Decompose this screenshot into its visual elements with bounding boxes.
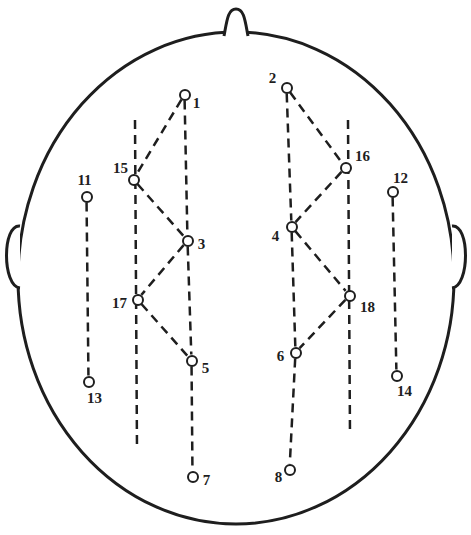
callout-number: 16 bbox=[354, 148, 371, 163]
dashed-connector bbox=[290, 358, 295, 463]
dashed-connector bbox=[141, 245, 183, 295]
callout-number: 5 bbox=[201, 360, 211, 375]
callout-number: 6 bbox=[276, 348, 286, 363]
dashed-connector bbox=[185, 100, 188, 234]
dashed-connector bbox=[137, 100, 182, 175]
callout-number: 8 bbox=[274, 469, 284, 484]
electrode-point: 12 bbox=[387, 186, 399, 198]
left-ear bbox=[7, 226, 21, 288]
dashed-connector bbox=[287, 93, 292, 220]
dashed-connector bbox=[296, 172, 342, 222]
callout-number: 2 bbox=[268, 70, 278, 85]
callout-number: 1 bbox=[192, 95, 202, 110]
dashed-connector bbox=[292, 232, 296, 346]
electrode-point: 17 bbox=[132, 294, 144, 306]
head-contour bbox=[18, 32, 454, 524]
callout-number: 12 bbox=[392, 170, 409, 185]
electrode-point: 5 bbox=[186, 355, 198, 367]
callout-number: 13 bbox=[86, 390, 103, 405]
electrode-point: 1 bbox=[179, 89, 191, 101]
dashed-connector bbox=[290, 92, 342, 162]
callout-number: 17 bbox=[111, 295, 128, 310]
callout-number: 18 bbox=[359, 299, 376, 314]
dashed-connector bbox=[137, 184, 183, 236]
electrode-point: 15 bbox=[128, 174, 140, 186]
nose bbox=[224, 9, 248, 36]
dashed-connector bbox=[295, 231, 345, 291]
dashed-connector bbox=[300, 300, 346, 348]
right-ear bbox=[452, 226, 466, 288]
electrode-point: 8 bbox=[284, 464, 296, 476]
electrode-point: 13 bbox=[83, 376, 95, 388]
callout-number: 15 bbox=[112, 160, 129, 175]
electrode-point: 4 bbox=[286, 221, 298, 233]
electrode-point: 2 bbox=[281, 82, 293, 94]
dashed-connector bbox=[190, 366, 193, 470]
callout-number: 14 bbox=[396, 383, 413, 398]
dashed-connector bbox=[87, 202, 89, 375]
callout-number: 11 bbox=[76, 172, 92, 187]
callout-number: 7 bbox=[202, 472, 212, 487]
electrode-point: 18 bbox=[344, 290, 356, 302]
reference-line bbox=[135, 120, 137, 450]
electrode-point: 3 bbox=[182, 235, 194, 247]
callout-number: 4 bbox=[271, 228, 281, 243]
electrode-point: 11 bbox=[81, 191, 93, 203]
electrode-point: 14 bbox=[391, 370, 403, 382]
dashed-connector bbox=[141, 304, 187, 356]
dashed-connector bbox=[393, 197, 397, 369]
electrode-point: 16 bbox=[340, 162, 352, 174]
electrode-point: 7 bbox=[187, 471, 199, 483]
callout-number: 3 bbox=[197, 236, 207, 251]
dashed-connector bbox=[188, 246, 192, 354]
electrode-point: 6 bbox=[290, 347, 302, 359]
